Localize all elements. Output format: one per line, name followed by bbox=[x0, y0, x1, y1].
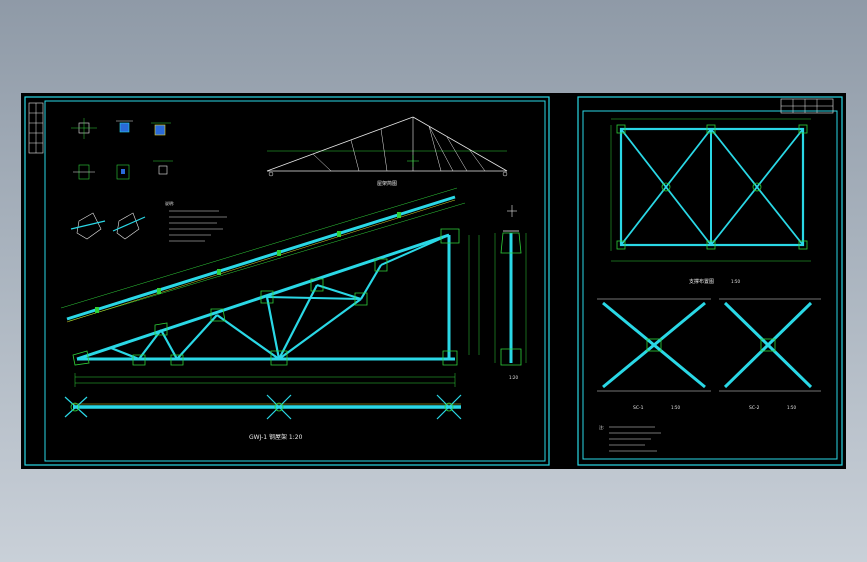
end-post-elevation: 1:20 bbox=[494, 205, 527, 380]
small-truss-title: 屋架简图 bbox=[377, 180, 397, 187]
web-members bbox=[110, 234, 450, 361]
cross-brace-detail-2: SC-2 1:50 bbox=[719, 298, 821, 411]
left-sheet-outer-border bbox=[24, 96, 550, 466]
section-detail-3 bbox=[151, 122, 171, 136]
brace-1-scale: 1:50 bbox=[671, 405, 680, 410]
main-truss-elevation bbox=[60, 187, 480, 387]
cad-drawing-canvas[interactable]: 说明: 屋架简图 bbox=[21, 93, 846, 469]
plan-node-left bbox=[64, 396, 88, 418]
purlin-cleats bbox=[95, 212, 401, 313]
top-purlin-rail bbox=[66, 195, 456, 321]
section-detail-5 bbox=[116, 164, 130, 180]
right-sheet: 支撑布置图 1:50 SC-1 1:50 SC-2 1:50 注: bbox=[577, 96, 843, 466]
gusset-plates bbox=[72, 228, 460, 366]
cad-drawing: 说明: 屋架简图 bbox=[24, 96, 843, 466]
plan-notes-heading: 注: bbox=[599, 424, 604, 430]
section-detail-2 bbox=[116, 120, 133, 133]
brace-1-title: SC-1 bbox=[633, 405, 644, 411]
left-sheet: 说明: 屋架简图 bbox=[24, 96, 550, 466]
section-details bbox=[70, 118, 173, 240]
plan-node-middle bbox=[266, 394, 292, 420]
plan-node-right bbox=[436, 394, 462, 420]
right-title-block bbox=[780, 98, 834, 114]
brace-2-title: SC-2 bbox=[749, 405, 760, 411]
notes-heading: 说明: bbox=[165, 200, 174, 206]
cross-brace-detail-1: SC-1 1:50 bbox=[597, 298, 711, 411]
notes-block: 说明: bbox=[165, 200, 227, 242]
bracing-plan-gussets bbox=[616, 124, 808, 250]
right-sheet-outer-border bbox=[577, 96, 843, 466]
plan-notes: 注: bbox=[599, 424, 661, 452]
bracing-plan: 支撑布置图 1:50 bbox=[610, 118, 811, 285]
top-chord bbox=[76, 233, 450, 361]
right-sheet-inner-border bbox=[582, 110, 838, 460]
left-sheet-inner-border bbox=[44, 100, 546, 462]
bracing-plan-title: 支撑布置图 bbox=[689, 278, 714, 285]
gusset-detail-1 bbox=[70, 212, 106, 240]
left-title-strip bbox=[28, 102, 44, 154]
section-detail-6 bbox=[153, 160, 173, 175]
elevation-scale-label: 1:20 bbox=[509, 375, 518, 380]
section-detail-4 bbox=[73, 164, 95, 180]
small-truss-schematic: 屋架简图 bbox=[266, 116, 508, 187]
gusset-detail-2 bbox=[112, 212, 146, 240]
brace-2-scale: 1:50 bbox=[787, 405, 796, 410]
main-truss-title: GWJ-1 钢屋架 1:20 bbox=[249, 433, 303, 441]
dimension-lines bbox=[60, 187, 480, 387]
bracing-plan-scale: 1:50 bbox=[731, 279, 740, 284]
section-detail-1 bbox=[71, 118, 97, 139]
bottom-chord-plan bbox=[64, 394, 462, 420]
